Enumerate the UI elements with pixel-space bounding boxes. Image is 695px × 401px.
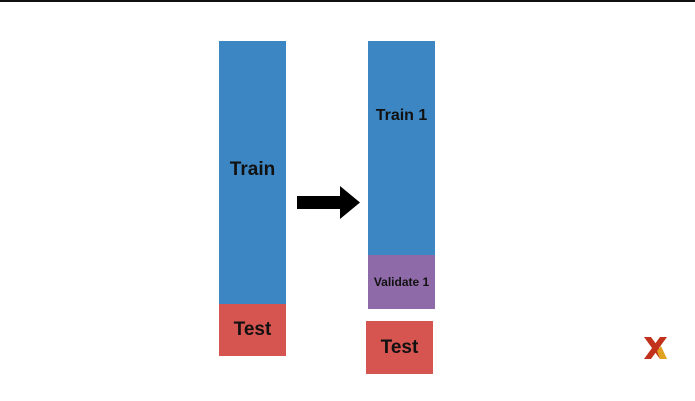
test-block-right: Test	[366, 321, 433, 374]
test-block-left: Test	[219, 304, 286, 356]
train-1-label: Train 1	[375, 107, 428, 124]
validate-1-label: Validate 1	[373, 275, 430, 289]
train-label: Train	[229, 158, 276, 180]
right-arrow-icon	[297, 186, 360, 219]
x-logo-icon	[644, 337, 667, 359]
validate-1-block: Validate 1	[368, 255, 435, 309]
train-block: Train	[219, 41, 286, 304]
train-1-block: Train 1	[368, 41, 435, 255]
test-label-right: Test	[380, 336, 419, 358]
test-label-left: Test	[233, 319, 272, 340]
top-border-line	[0, 0, 695, 2]
